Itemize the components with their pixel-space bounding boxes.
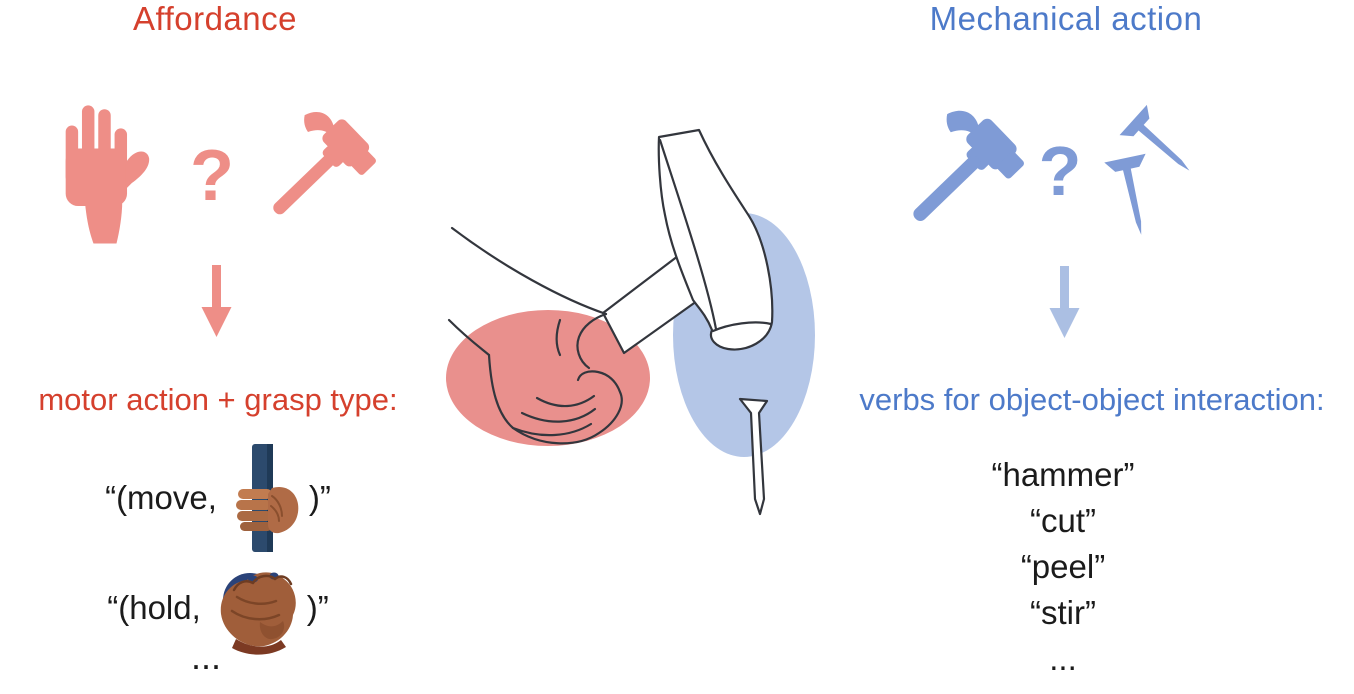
- affordance-title: Affordance: [132, 0, 297, 37]
- mechanical-action-title: Mechanical action: [929, 0, 1203, 37]
- affordance-question-mark: ?: [190, 136, 234, 216]
- verbs-more-ellipsis: ...: [1049, 640, 1077, 677]
- hammer-icon: [240, 97, 382, 237]
- verb-item: “stir”: [1030, 594, 1096, 631]
- hammer-head-sketch: [657, 128, 774, 351]
- mechanical-caption: verbs for object-object interaction:: [859, 382, 1325, 417]
- verb-item: “hammer”: [991, 456, 1135, 493]
- grasp-example-move: “(move, )”: [0, 440, 436, 556]
- nails-icon: [1104, 104, 1204, 240]
- gripping-hand-sketch: [447, 226, 623, 445]
- hammer-icon: [880, 96, 1028, 244]
- hand-highlight-ellipse: [446, 310, 650, 446]
- verbs-list: “hammer” “cut” “peel” “stir” ...: [880, 452, 1246, 682]
- mechanical-question-mark: ?: [1038, 132, 1082, 210]
- move-suffix: )”: [308, 479, 331, 516]
- down-arrow-icon: [201, 265, 232, 337]
- affordance-more-ellipsis: ...: [190, 636, 221, 677]
- nail-icon: [1119, 104, 1204, 186]
- open-hand-icon: [65, 105, 150, 244]
- hold-prefix: “(hold,: [107, 589, 201, 626]
- grasp-example-hold: “(hold, )”: [0, 558, 436, 658]
- verb-item: “cut”: [1030, 502, 1096, 539]
- hold-suffix: )”: [306, 589, 329, 626]
- verb-item: “peel”: [1020, 548, 1106, 585]
- move-prefix: “(move,: [105, 479, 217, 516]
- hand-hammer-nail-sketch: [446, 128, 815, 516]
- cylinder-grasp-photo: [235, 444, 299, 552]
- nail-sketch: [738, 397, 769, 516]
- nail-icon: [1104, 153, 1162, 240]
- affordance-caption: motor action + grasp type:: [38, 382, 398, 417]
- down-arrow-icon: [1049, 266, 1080, 338]
- fist-grasp-photo: [220, 571, 296, 655]
